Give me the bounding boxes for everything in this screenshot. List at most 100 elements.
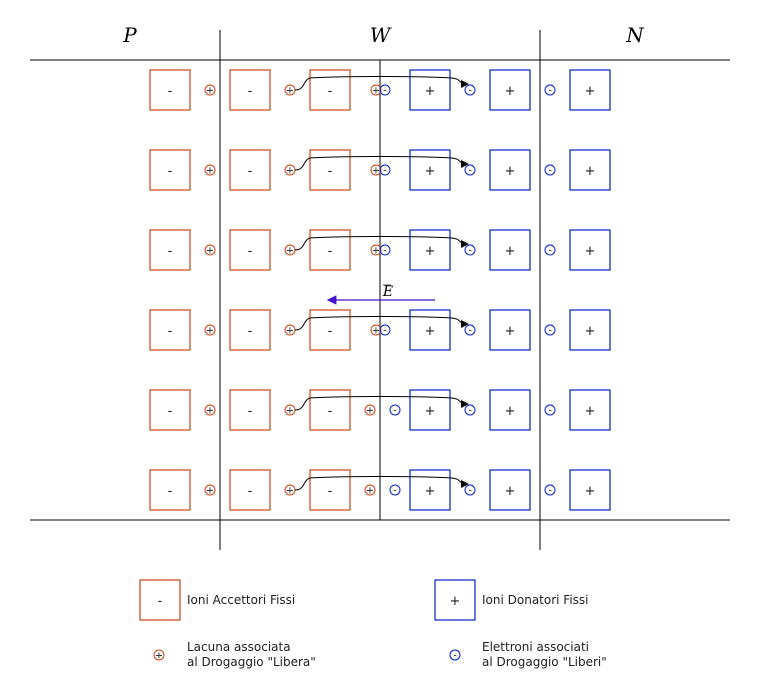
acceptor-ion-sign: - [248, 164, 253, 179]
hole: + [364, 484, 376, 497]
donor-ion-box [409, 69, 451, 111]
hole-sign: + [286, 86, 294, 97]
donor-ion-box [489, 149, 531, 191]
legend-acceptor-icon: - [139, 579, 181, 621]
electron-sign: - [548, 246, 552, 257]
acceptor-ion-sign: - [248, 484, 253, 499]
electron-circle [544, 404, 556, 416]
donor-ion-box [409, 309, 451, 351]
electron-sign: - [383, 326, 387, 337]
electron-sign: - [383, 246, 387, 257]
region-label-n: N [625, 23, 645, 47]
acceptor-ion-sign: - [168, 324, 173, 339]
hole-sign: + [206, 406, 214, 417]
donor-ion: + [409, 149, 451, 191]
electron-sign: - [548, 326, 552, 337]
donor-ion-box [489, 389, 531, 431]
electron-sign: - [548, 166, 552, 177]
donor-ion-sign: + [425, 484, 436, 499]
lattice-row: ---++++++--- [149, 469, 611, 511]
legend-acceptor-icon-box [139, 579, 181, 621]
acceptor-ion-box [309, 469, 351, 511]
electron: - [544, 84, 556, 97]
hole: + [284, 244, 296, 257]
acceptor-ion-sign: - [328, 324, 333, 339]
acceptor-ion-box [309, 229, 351, 271]
donor-ion: + [409, 469, 451, 511]
donor-ion: + [489, 389, 531, 431]
electron-sign: - [548, 406, 552, 417]
donor-ion-sign: + [585, 164, 596, 179]
legend-electron-icon: - [449, 649, 461, 662]
acceptor-ion: - [229, 469, 271, 511]
donor-ion-sign: + [425, 244, 436, 259]
hole-circle [204, 324, 216, 336]
acceptor-ion-box [229, 389, 271, 431]
donor-ion-sign: + [505, 244, 516, 259]
electron: - [464, 404, 476, 417]
electron: - [464, 324, 476, 337]
acceptor-ion-box [149, 69, 191, 111]
donor-ion-box [569, 469, 611, 511]
acceptor-ion: - [229, 309, 271, 351]
acceptor-ion: - [309, 309, 351, 351]
donor-ion-box [489, 69, 531, 111]
legend-electron-icon-sign: - [453, 651, 457, 662]
legend-hole-icon-sign: + [155, 651, 163, 662]
lattice-row: ---++++++--- [149, 149, 611, 191]
hole: + [204, 324, 216, 337]
diffusion-arrow [294, 236, 469, 251]
hole: + [204, 484, 216, 497]
electron-circle [544, 164, 556, 176]
acceptor-ion: - [149, 469, 191, 511]
electron-circle [464, 484, 476, 496]
donor-ion: + [569, 469, 611, 511]
acceptor-ion: - [309, 229, 351, 271]
electric-field-label: E [382, 284, 393, 300]
electron: - [544, 164, 556, 177]
electron-sign: - [393, 406, 397, 417]
legend-donor-icon: + [434, 579, 476, 621]
donor-ion-box [569, 149, 611, 191]
hole-circle [370, 244, 382, 256]
hole: + [204, 84, 216, 97]
hole: + [284, 404, 296, 417]
electron: - [544, 244, 556, 257]
hole-sign: + [366, 406, 374, 417]
acceptor-ion-sign: - [328, 484, 333, 499]
acceptor-ion: - [149, 229, 191, 271]
legend-hole-label-2: al Drogaggio "Libera" [187, 655, 316, 669]
electron: - [464, 244, 476, 257]
donor-ion-sign: + [425, 164, 436, 179]
electron-sign: - [383, 86, 387, 97]
electron: - [379, 324, 391, 337]
acceptor-ion: - [229, 149, 271, 191]
donor-ion-sign: + [505, 324, 516, 339]
donor-ion-sign: + [505, 484, 516, 499]
hole-circle [370, 164, 382, 176]
acceptor-ion-sign: - [248, 84, 253, 99]
electron-circle [464, 244, 476, 256]
electron-circle [464, 404, 476, 416]
legend-hole-icon-circle [153, 649, 165, 661]
hole-circle [204, 84, 216, 96]
donor-ion: + [569, 69, 611, 111]
legend-hole-label-1: Lacuna associata [187, 640, 291, 654]
donor-ion: + [489, 469, 531, 511]
acceptor-ion: - [229, 389, 271, 431]
acceptor-ion-sign: - [328, 404, 333, 419]
hole: + [284, 84, 296, 97]
legend-acceptor-icon-sign: - [158, 594, 163, 609]
electron-circle [389, 404, 401, 416]
hole-circle [204, 244, 216, 256]
donor-ion-sign: + [585, 244, 596, 259]
hole: + [370, 84, 382, 97]
acceptor-ion-sign: - [168, 84, 173, 99]
electron-sign: - [468, 326, 472, 337]
acceptor-ion-box [229, 469, 271, 511]
electron-sign: - [468, 166, 472, 177]
electron-circle [389, 484, 401, 496]
electron: - [379, 244, 391, 257]
electron: - [379, 84, 391, 97]
